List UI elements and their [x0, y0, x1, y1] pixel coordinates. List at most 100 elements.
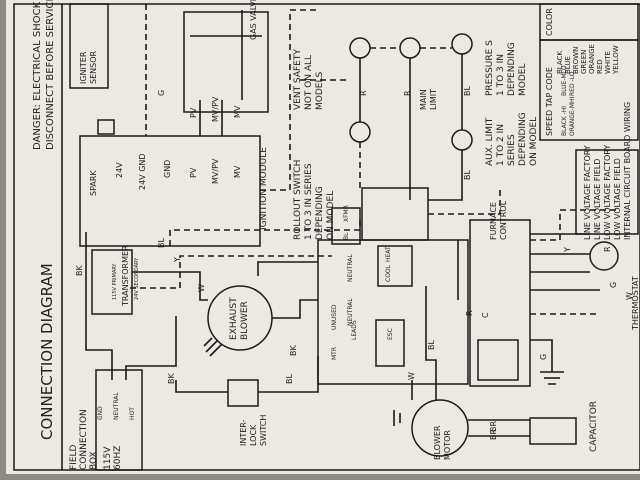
- field-box-frequency: 60HZ: [113, 446, 123, 470]
- legend-line5: INTERNAL CIRCUIT BOARD WIRING: [623, 102, 632, 240]
- fc-bl-label: BL: [343, 232, 350, 240]
- exhaust-line2: BLOWER: [240, 301, 250, 340]
- wire-label-bl-2: BL: [285, 374, 294, 384]
- wire-label-br-1: BR: [489, 429, 498, 440]
- rollout-line1: ROLLOUT SWITCH: [293, 160, 303, 240]
- fc-heat: HEAT: [385, 246, 392, 262]
- im-term-mvpv: MV/PV: [211, 158, 220, 184]
- color-yellow: YELLOW: [612, 45, 620, 75]
- exhaust-line1: EXHAUST: [229, 297, 239, 340]
- fc-esc: ESC: [387, 328, 394, 340]
- legend-line2: LINE VOLTAGE FIELD: [593, 159, 602, 240]
- im-term-gnd: GND: [163, 160, 172, 178]
- wire-label-y-2: Y: [563, 247, 572, 253]
- vent-safety-line1: VENT SAFETY: [293, 49, 303, 110]
- fc-unused: UNUSED: [331, 304, 338, 330]
- rollout-line3: DEPENDING: [315, 186, 325, 240]
- ground-symbol-exhaust-icon: [203, 337, 223, 357]
- transformer-box: [91, 249, 133, 315]
- diagram-title: CONNECTION DIAGRAM: [38, 263, 56, 440]
- danger-warning-line1: DANGER: ELECTRICAL SHOCK HAZARD: [32, 0, 43, 150]
- gv-term-mvpv: MV/PV: [211, 96, 220, 122]
- im-term-spark: SPARK: [89, 170, 98, 196]
- wire-label-c: C: [481, 312, 490, 318]
- im-term-24v-gnd: 24V GND: [138, 153, 147, 190]
- wire-bk-interlock: [175, 380, 228, 393]
- wire-aux-to-control: [428, 150, 463, 201]
- capacitor-label: CAPACITOR: [589, 401, 599, 452]
- ground-symbol-control-icon: [540, 371, 564, 385]
- wire-label-bk-3: BK: [289, 345, 298, 356]
- wire-label-y-1: Y: [173, 257, 182, 263]
- sensor-label: SENSOR: [89, 51, 98, 84]
- speed-tap-orange: ORANGE-MHI: [569, 96, 576, 136]
- interlock-line3: SWITCH: [259, 415, 268, 446]
- field-box-label2: CONNECTION: [79, 409, 89, 470]
- legend-line1: LINE VOLTAGE FACTORY: [583, 145, 592, 240]
- aux-limit-line4: DEPENDING: [518, 112, 528, 166]
- paper-sheet: [6, 0, 640, 474]
- fc-neutral-2: NEUTRAL: [347, 298, 354, 326]
- pressure-line1: PRESSURE S: [485, 40, 495, 96]
- aux-limit-line2: 1 TO 2 IN: [496, 124, 506, 166]
- wire-label-r-2: R: [359, 90, 368, 96]
- main-limit-line1: MAIN: [419, 89, 428, 110]
- interlock-switch: [227, 379, 259, 407]
- thermostat-terminal: [589, 241, 619, 271]
- pressure-line2: 1 TO 3 IN: [496, 54, 506, 96]
- wire-label-r-3: R: [403, 90, 412, 96]
- wire-label-g-2: G: [609, 282, 618, 288]
- wire-ground-control: [530, 339, 553, 372]
- field-term-gnd: GND: [97, 406, 104, 420]
- danger-warning-line2: DISCONNECT BEFORE SERVICING: [45, 0, 56, 150]
- field-box-voltage: 115V: [103, 446, 113, 470]
- aux-limit-line1: AUX. LIMIT: [485, 117, 495, 166]
- rollout-line4: ON MODEL: [326, 191, 336, 240]
- fc-neutral-1: NEUTRAL: [347, 254, 354, 282]
- pressure-line4: MODEL: [518, 64, 528, 96]
- rollout-line2: 1 TO 3 IN SERIES: [304, 163, 314, 240]
- wiring-legend-box: [575, 149, 639, 235]
- interlock-line2: LOCK: [249, 424, 258, 446]
- color-white: WHITE: [604, 51, 612, 74]
- furnace-control-line1: FURNACE: [489, 202, 498, 240]
- interlock-line1: INTER-: [239, 419, 248, 446]
- wire-label-g-3: G: [539, 354, 548, 360]
- wire-label-bl-1: BL: [157, 238, 166, 248]
- vent-safety-line3: MODELS: [315, 72, 325, 110]
- esc-connector: [375, 319, 405, 367]
- wire-label-r-4: R: [603, 246, 612, 252]
- color-green: GREEN: [580, 50, 588, 74]
- diagram-border: [13, 3, 640, 471]
- speed-tap-title: SPEED TAP CODE: [545, 67, 554, 136]
- field-box-label3: BOX: [89, 451, 99, 470]
- furnace-control-terminal-strip: [469, 219, 531, 387]
- heat-cool-connector: [377, 245, 413, 287]
- wire-neutral-run: [85, 232, 113, 380]
- dash-y-run: [130, 255, 332, 289]
- dash-bl-run: [260, 9, 320, 191]
- gas-valve-label: GAS VALVE: [249, 0, 258, 40]
- aux-limit-line5: ON MODEL: [529, 117, 539, 166]
- wire-bl-to-control: [258, 356, 319, 393]
- wire-label-w-1: W: [197, 284, 206, 292]
- wire-label-bl-3: BL: [427, 340, 436, 350]
- speed-tap-black: BLACK -HI: [561, 106, 568, 136]
- wire-label-bl-4: BL: [463, 86, 472, 96]
- color-key-title: COLOR: [545, 8, 554, 36]
- blower-motor: [411, 399, 469, 457]
- transformer-primary: 115V PRIMARY: [112, 263, 118, 300]
- im-term-pv: PV: [189, 167, 198, 178]
- wire-label-w-2: W: [407, 372, 416, 380]
- wire-label-bk-1: BK: [75, 265, 84, 276]
- field-term-hot: HOT: [129, 407, 136, 420]
- im-term-24v: 24V: [115, 162, 124, 178]
- speed-tap-box: [539, 39, 639, 141]
- fc-mtr: MTR: [331, 347, 338, 360]
- blower-motor-line1: BLOWER: [433, 425, 442, 460]
- color-black: BLACK: [556, 51, 564, 74]
- wire-hot-to-transformer: [125, 316, 177, 380]
- fuse-block: [477, 339, 519, 381]
